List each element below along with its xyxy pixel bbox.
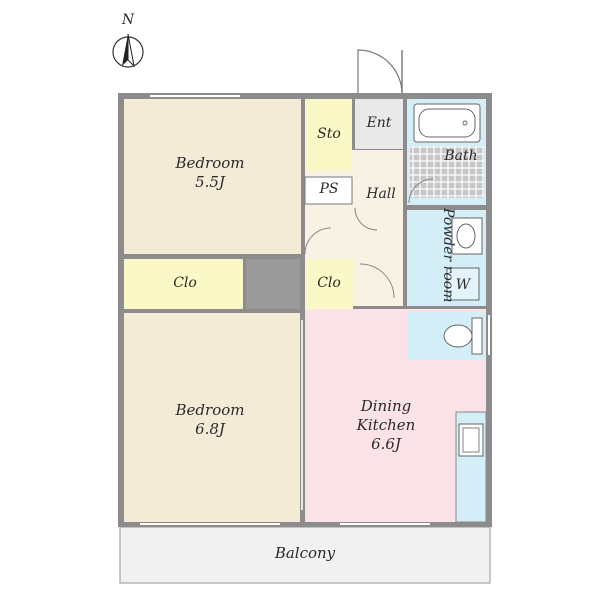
entry-door-icon [357, 49, 403, 94]
room-size: 5.5J [195, 172, 225, 191]
room-label-bath: Bath [444, 148, 478, 164]
north-arrow-icon [112, 33, 144, 68]
room-label-powder-room: Powder room [440, 208, 456, 303]
entrance-area [355, 99, 403, 149]
bedroom-lower-area [124, 313, 300, 522]
kitchen-sink-icon [458, 423, 484, 457]
room-size: 6.6J [371, 434, 401, 453]
storage-area [305, 99, 352, 171]
room-label-closet-center: Clo [317, 275, 341, 291]
room-label-entrance: Ent [366, 115, 392, 131]
room-label-bedroom-lower: Bedroom 6.8J [160, 401, 260, 439]
pipe-space-area [304, 176, 353, 205]
closet-center-area [305, 259, 353, 309]
room-label-storage: Sto [317, 126, 341, 142]
balcony [119, 526, 491, 584]
door-swing-icon [304, 178, 434, 299]
bedroom-upper-area [124, 99, 301, 254]
room-name: Bedroom [175, 154, 245, 172]
bath-floor-tiles [410, 146, 484, 198]
room-label-washer: W [455, 277, 471, 293]
wash-basin-icon [451, 217, 483, 255]
closet-left-area [124, 259, 243, 309]
room-size: 6.8J [195, 419, 225, 438]
wall-block [246, 259, 300, 309]
compass-label: N [121, 12, 135, 28]
window-icon [140, 95, 490, 525]
room-label-dining-kitchen: Dining Kitchen 6.6J [336, 397, 436, 453]
room-label-hall: Hall [366, 186, 396, 202]
room-label-closet-left: Clo [173, 275, 197, 291]
room-name-line1: Dining [360, 397, 412, 415]
room-label-pipe-space: PS [319, 181, 339, 197]
room-label-bedroom-upper: Bedroom 5.5J [160, 154, 260, 192]
room-label-balcony: Balcony [274, 544, 336, 562]
room-name: Bedroom [175, 401, 245, 419]
room-name-line2: Kitchen [356, 415, 416, 434]
toilet-icon [443, 317, 483, 355]
bathtub-icon [413, 103, 481, 143]
washer-space [446, 267, 480, 301]
